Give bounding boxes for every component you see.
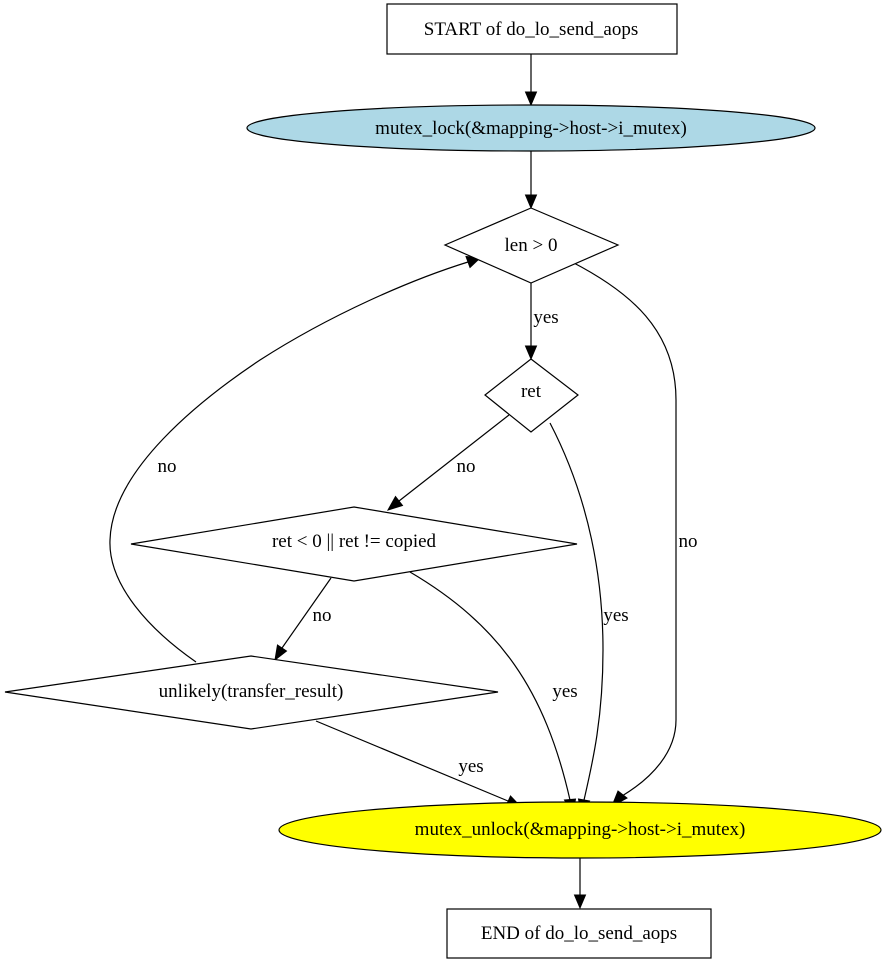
end-node: END of do_lo_send_aops xyxy=(446,908,712,959)
edge-len-to-ret-yes: yes xyxy=(524,283,559,361)
len-check-node: len > 0 xyxy=(443,207,620,284)
edge-start-to-lock xyxy=(524,54,538,107)
edge-label-copied-yes: yes xyxy=(552,681,577,702)
start-box xyxy=(386,3,678,55)
copied-check-node: ret < 0 || ret != copied xyxy=(130,506,578,582)
edge-ret-to-copied-no: no xyxy=(386,414,510,511)
edge-label-ret-no: no xyxy=(457,456,476,477)
lock-label: mutex_lock(&mapping->host->i_mutex) xyxy=(375,118,687,139)
start-node: START of do_lo_send_aops xyxy=(386,3,678,55)
ret-check-node: ret xyxy=(484,358,579,433)
transfer-check-label: unlikely(transfer_result) xyxy=(159,681,344,702)
ret-check-label: ret xyxy=(521,381,542,402)
edge-label-transfer-yes: yes xyxy=(458,756,483,777)
len-check-label: len > 0 xyxy=(505,235,558,256)
edge-label-ret-yes: yes xyxy=(603,605,628,626)
edge-label-transfer-no: no xyxy=(158,456,177,477)
edge-label-len-yes: yes xyxy=(533,307,558,328)
end-box xyxy=(446,908,712,959)
copied-check-label: ret < 0 || ret != copied xyxy=(272,531,437,552)
edge-transfer-to-unlock-yes: yes xyxy=(315,720,522,807)
transfer-check-diamond xyxy=(4,655,499,730)
edge-label-len-no: no xyxy=(679,531,698,552)
edge-ret-to-unlock-yes: yes xyxy=(549,422,629,815)
edge-label-copied-no: no xyxy=(313,605,332,626)
unlock-ellipse xyxy=(278,801,882,859)
lock-node: mutex_lock(&mapping->host->i_mutex) xyxy=(246,104,816,152)
transfer-check-node: unlikely(transfer_result) xyxy=(4,655,499,730)
lock-ellipse xyxy=(246,104,816,152)
unlock-node: mutex_unlock(&mapping->host->i_mutex) xyxy=(278,801,882,859)
edge-lock-to-len-check xyxy=(524,151,538,210)
edge-copied-to-transfer-no: no xyxy=(274,577,332,662)
edge-transfer-to-len-no: no xyxy=(109,255,482,663)
edge-unlock-to-end xyxy=(573,858,587,910)
ret-check-diamond xyxy=(484,358,579,433)
end-label: END of do_lo_send_aops xyxy=(481,923,677,944)
unlock-label: mutex_unlock(&mapping->host->i_mutex) xyxy=(415,819,746,840)
start-label: START of do_lo_send_aops xyxy=(424,19,638,40)
len-check-diamond xyxy=(443,207,620,284)
copied-check-diamond xyxy=(130,506,578,582)
